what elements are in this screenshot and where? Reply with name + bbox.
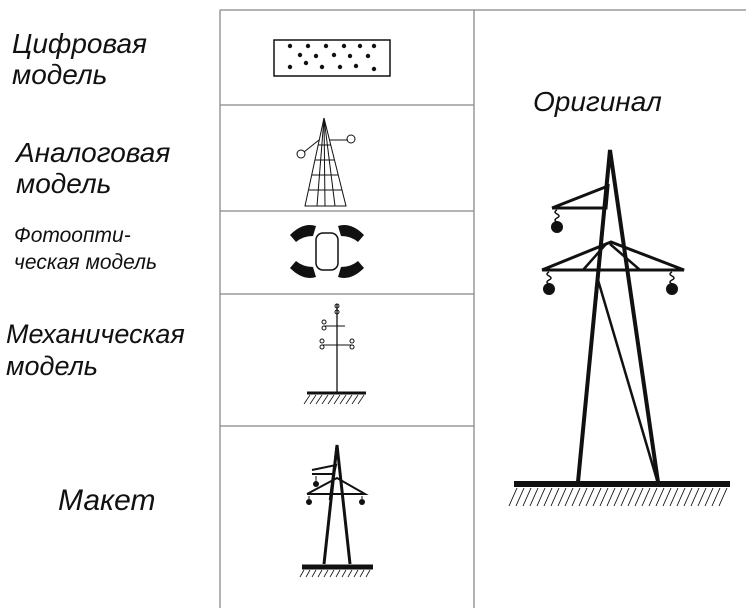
- label-line: Оригинал: [533, 86, 662, 117]
- label-line: Цифровая: [12, 28, 147, 59]
- label-mechanical-model: Механическая модель: [6, 318, 185, 383]
- label-line: Механическая: [6, 319, 185, 349]
- label-line: ческая модель: [14, 251, 158, 275]
- tower-mockup-icon: [299, 444, 373, 578]
- label-line: Аналоговая: [16, 137, 171, 168]
- label-line: модель: [6, 351, 98, 382]
- label-line: Макет: [58, 484, 156, 517]
- table-grid: [219, 9, 746, 608]
- label-line: модель: [16, 168, 112, 200]
- label-original: Оригинал: [533, 86, 662, 117]
- label-analog-model: Аналоговая модель: [16, 137, 170, 200]
- photo-optic-icon: [290, 225, 364, 278]
- label-line: Фотоопти-: [14, 224, 131, 247]
- label-photo-optic-model: Фотоопти- ческая модель: [14, 222, 157, 277]
- mesh-tower-icon: [296, 117, 356, 207]
- label-digital-model: Цифровая модель: [12, 28, 147, 91]
- power-tower-icon: [508, 149, 730, 507]
- label-mockup: Макет: [58, 484, 156, 518]
- dot-grid-icon: [273, 39, 391, 77]
- stick-tower-icon: [303, 303, 366, 405]
- label-line: модель: [12, 59, 108, 91]
